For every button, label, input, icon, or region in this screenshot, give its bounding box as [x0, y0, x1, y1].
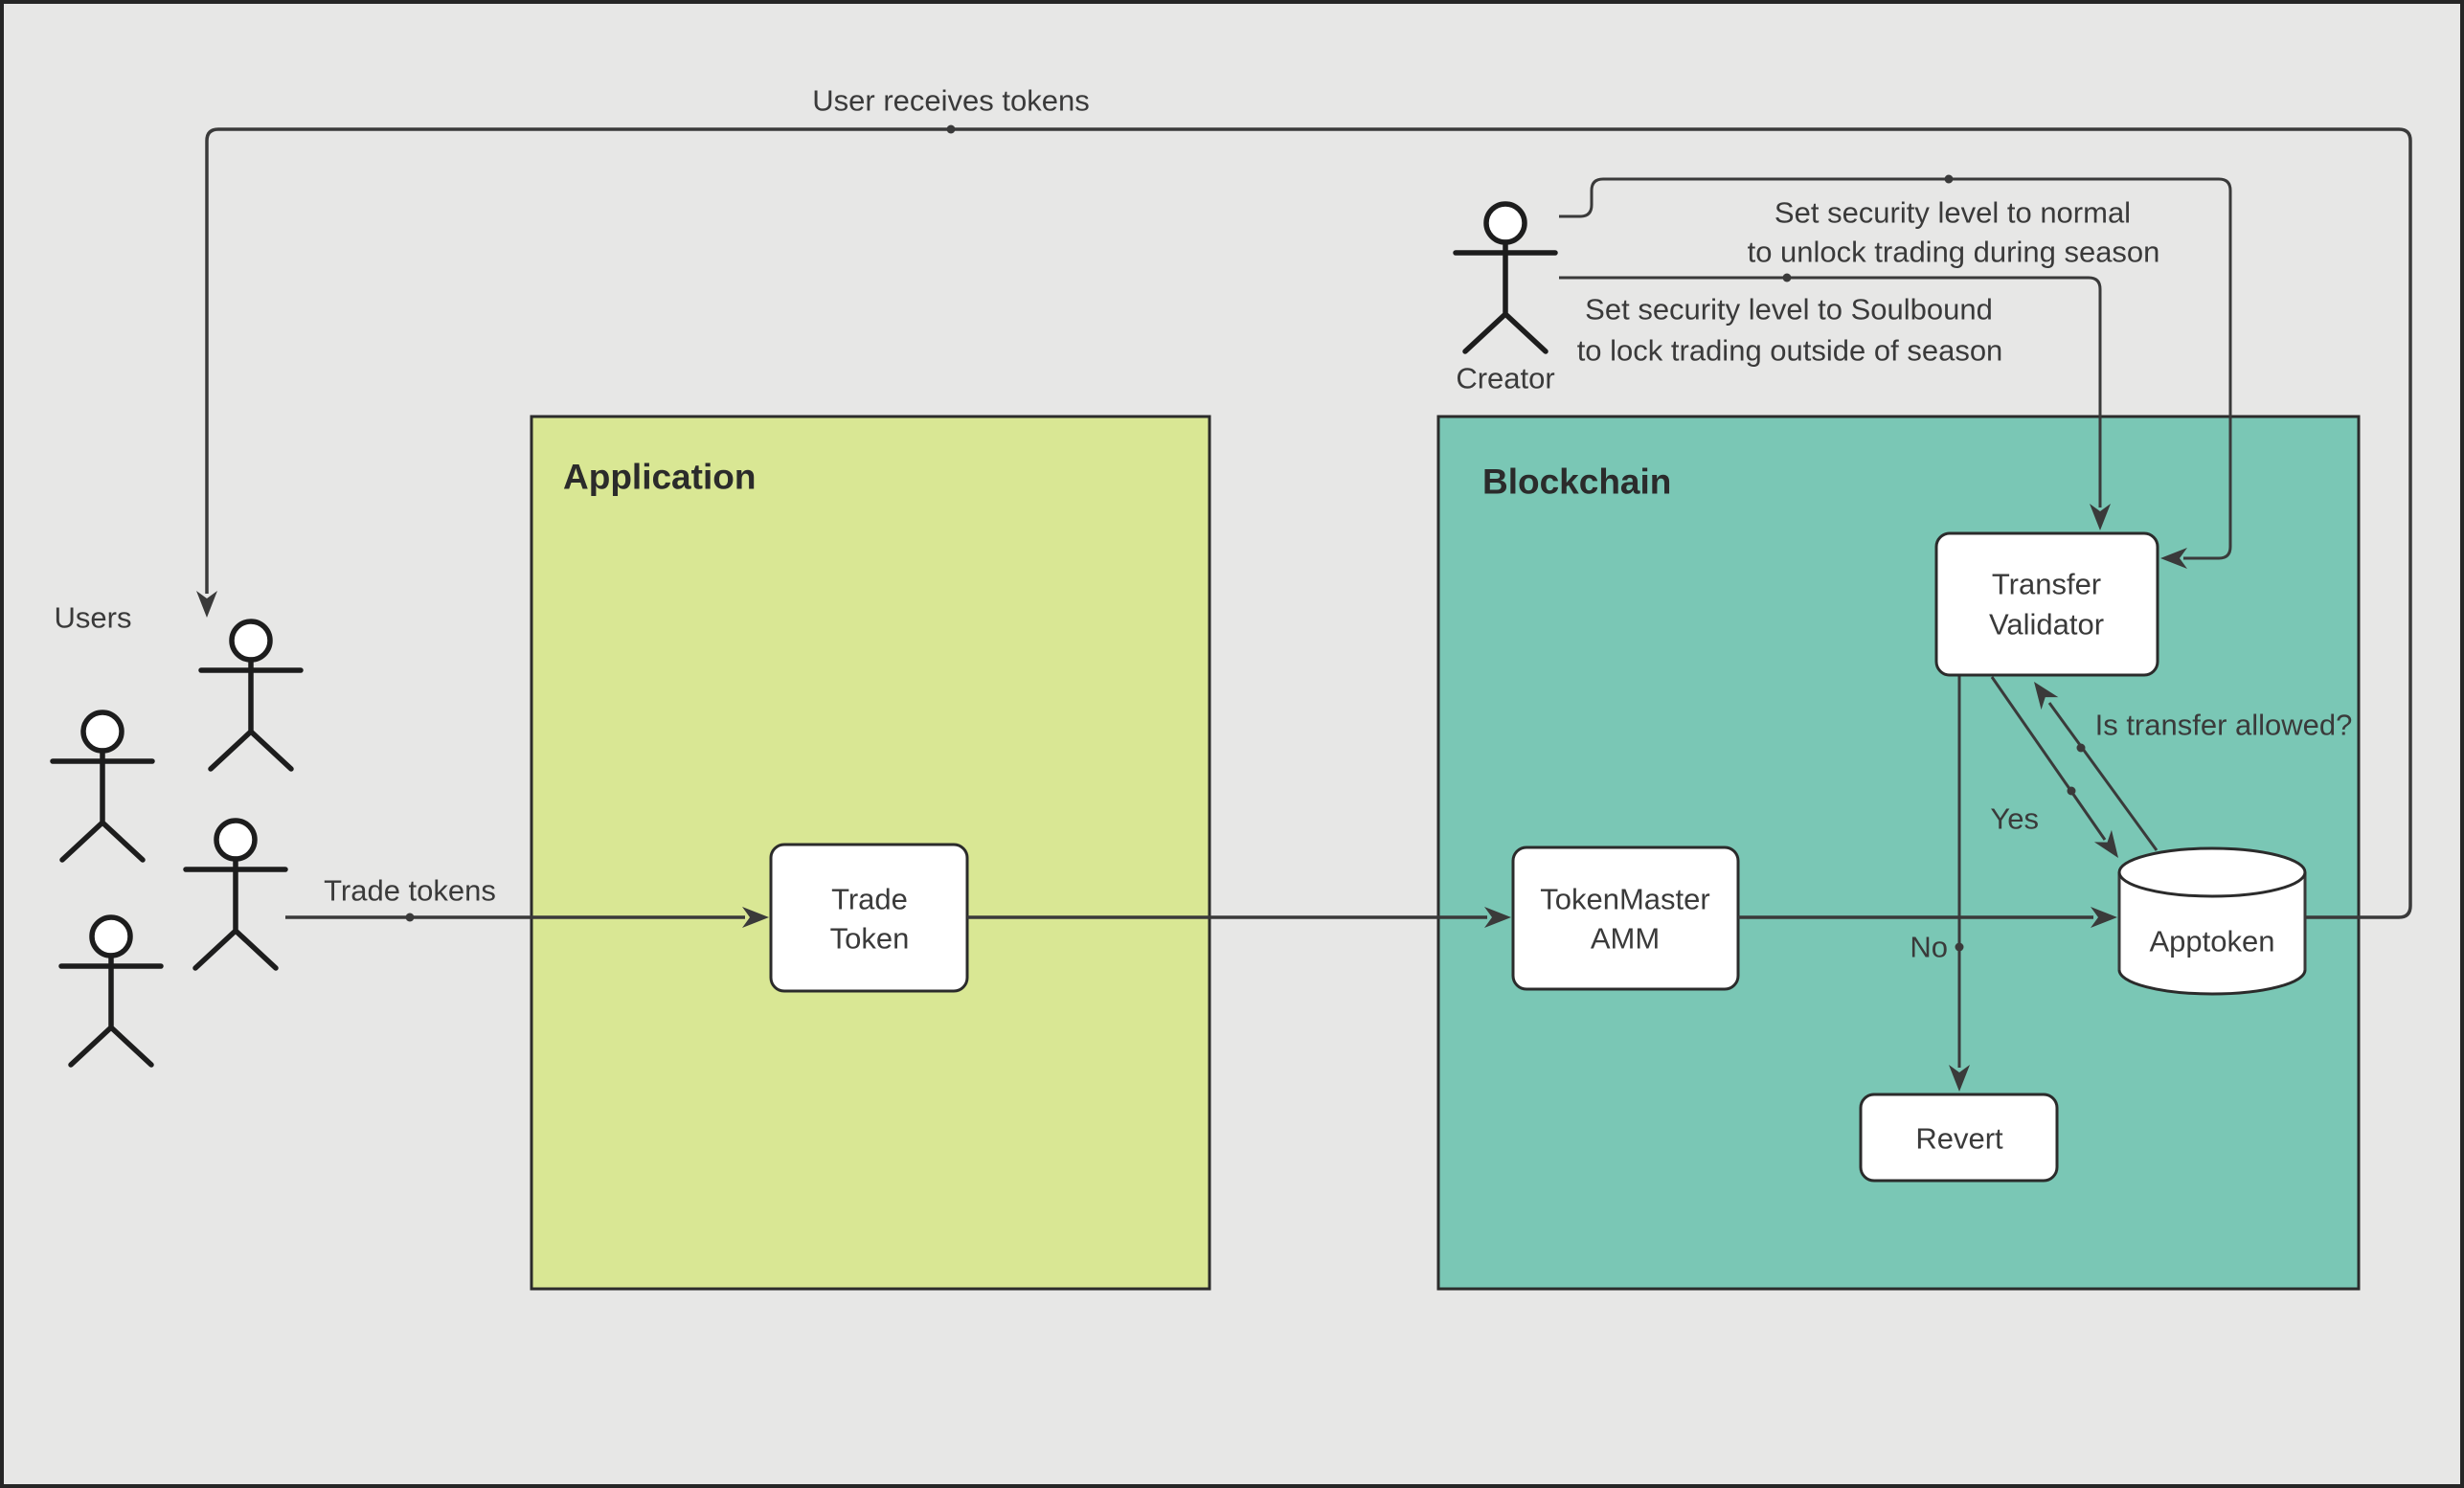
trade-tokens-arrowhead [742, 907, 769, 928]
users-group: Users [50, 601, 304, 1068]
apptoken-node: Apptoken [2117, 846, 2307, 996]
is-transfer-allowed-label: Is transfer allowed? [2095, 709, 2353, 742]
trade-token-node: Trade Token [769, 843, 969, 993]
transfer-validator-label-line1: Transfer [1992, 568, 2101, 601]
token-master-amm-label-line2: AMM [1591, 922, 1660, 956]
transfer-validator-label-line2: Validator [1989, 608, 2104, 642]
trade-token-box [769, 843, 969, 993]
edge-trade-tokens: Trade tokens [285, 874, 769, 928]
trade-token-label-line2: Token [830, 922, 910, 956]
token-master-amm-box [1511, 845, 1740, 991]
set-soulbound-line [1559, 276, 2102, 507]
apptoken-cylinder-sides [2117, 872, 2307, 970]
apptoken-cylinder-top [2117, 846, 2307, 898]
transfer-validator-node: Transfer Validator [1934, 531, 2159, 677]
creator-figure [1453, 239, 1558, 354]
user-figure [183, 818, 288, 971]
user-receives-tokens-dot [946, 124, 956, 134]
edge-set-normal: Set security level to normal to unlock t… [1559, 174, 2232, 569]
set-normal-dot [1944, 174, 1954, 184]
token-master-amm-node: TokenMaster AMM [1511, 845, 1740, 991]
amm-to-apptoken-arrowhead [2091, 907, 2117, 928]
set-soulbound-label-line1: Set security level to Soulbound [1585, 293, 1993, 327]
user-figure [50, 710, 155, 863]
edge-yes: Yes [1990, 676, 2118, 858]
creator-figure-head [1483, 201, 1527, 245]
edge-is-transfer-allowed: Is transfer allowed? [2034, 682, 2353, 851]
set-soulbound-label-line2: to lock trading outside of season [1577, 334, 2003, 368]
set-normal-line [1559, 177, 2232, 560]
no-label: No [1910, 931, 1948, 964]
edge-no: No [1910, 675, 1970, 1092]
set-soulbound-arrowhead [2090, 504, 2111, 530]
transfer-validator-box [1934, 531, 2159, 677]
set-soulbound-dot [1782, 273, 1792, 282]
trade-tokens-dot [405, 913, 415, 922]
revert-box [1859, 1093, 2059, 1183]
user-receives-tokens-arrowhead [196, 591, 217, 618]
set-normal-label-line2: to unlock trading during season [1748, 236, 2160, 269]
is-transfer-allowed-arrowhead [2034, 682, 2059, 710]
yes-dot [2067, 786, 2076, 796]
trade-tokens-label: Trade tokens [324, 874, 496, 908]
set-normal-arrowhead [2160, 548, 2187, 569]
users-label: Users [55, 601, 132, 635]
edge-amm-to-apptoken [1738, 907, 2117, 928]
apptoken-label: Apptoken [2150, 925, 2275, 958]
trade-token-label-line1: Trade [831, 883, 908, 916]
yes-line [1990, 676, 2107, 841]
yes-arrowhead [2093, 829, 2118, 858]
user-figure [58, 914, 164, 1068]
no-arrowhead [1949, 1065, 1970, 1092]
creator-group: Creator [1453, 201, 1558, 395]
application-label: Application [563, 458, 756, 497]
edge-user-receives-tokens: User receives tokens [196, 84, 2412, 919]
creator-label: Creator [1456, 362, 1554, 395]
user-figure [198, 619, 304, 772]
token-master-amm-label-line1: TokenMaster [1540, 883, 1709, 916]
revert-label: Revert [1915, 1122, 2003, 1156]
user-receives-tokens-label: User receives tokens [812, 84, 1089, 118]
yes-label: Yes [1990, 802, 2039, 836]
no-dot [1955, 942, 1964, 952]
set-normal-label-line1: Set security level to normal [1775, 196, 2131, 230]
revert-node: Revert [1859, 1093, 2059, 1183]
is-transfer-allowed-dot [2076, 743, 2086, 753]
user-receives-tokens-line [205, 127, 2412, 919]
trade-to-amm-arrowhead [1484, 907, 1511, 928]
edge-set-soulbound: Set security level to Soulbound to lock … [1559, 273, 2111, 530]
edge-trade-to-amm [967, 907, 1511, 928]
is-transfer-allowed-line [2047, 702, 2159, 851]
blockchain-label: Blockchain [1482, 462, 1671, 502]
